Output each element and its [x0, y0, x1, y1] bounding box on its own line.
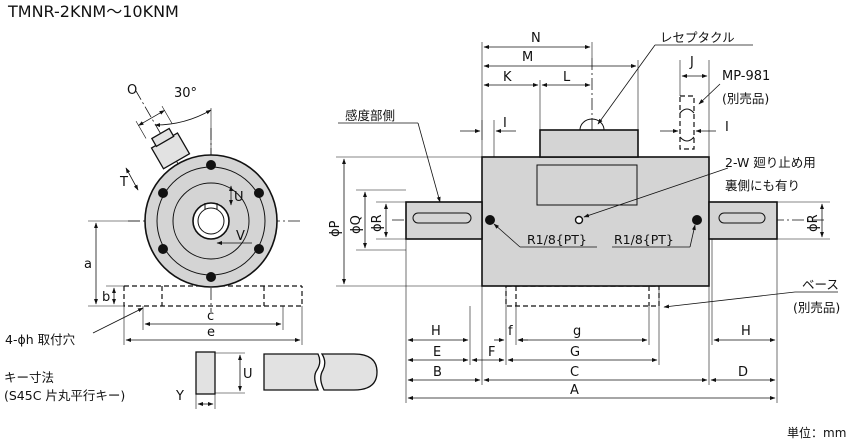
dim-A: A [570, 383, 579, 398]
dim-f: f [508, 324, 513, 339]
sensing-side-label: 感度部側 [345, 108, 395, 123]
dim-E: E [433, 345, 441, 360]
mp981-outline [679, 95, 695, 150]
mount-holes-label: 4-ϕh 取付穴 [5, 332, 76, 347]
mp981-sub-label: (別売品) [722, 91, 769, 106]
dim-T: T [119, 175, 128, 190]
dim-C: C [570, 365, 579, 380]
dim-M: M [522, 50, 533, 65]
dim-I-left: I [503, 116, 507, 131]
key-cross-section [195, 351, 216, 395]
base-label: ベース [802, 277, 839, 292]
shaft-left [405, 201, 483, 240]
page-title: TMNR-2KNM～10KNM [7, 2, 179, 21]
port-right-icon [692, 215, 702, 225]
shaft-right [708, 201, 778, 240]
body-window [536, 164, 638, 206]
key-label: キー寸法 [4, 370, 54, 385]
port-right-label: R1/8{PT} [614, 232, 674, 247]
key-material-label: (S45C 片丸平行キー) [4, 388, 125, 403]
side-view: N M K L J I I レセプタクル MP-981 (別売品) 感度部側 [328, 30, 840, 403]
key-section: U Y キー寸法 (S45C 片丸平行キー) [4, 351, 378, 409]
port-left-icon [485, 215, 495, 225]
key-side-left [263, 353, 321, 391]
front-view: O 30° T U V a b c e 4-ϕh 取付穴 [5, 83, 303, 347]
dim-e: e [207, 325, 215, 340]
dim-U-front: U [234, 190, 244, 205]
key-dim-Y: Y [175, 389, 184, 404]
main-body [481, 156, 710, 287]
dim-G: G [570, 345, 580, 360]
dim-K: K [503, 70, 512, 85]
dim-N: N [531, 31, 541, 46]
port-left-label: R1/8{PT} [527, 232, 587, 247]
receptacle-label: レセプタクル [660, 30, 735, 45]
dim-V: V [236, 229, 245, 244]
dim-O: O [127, 83, 137, 98]
dim-a: a [84, 257, 92, 272]
dim-H-left: H [431, 324, 441, 339]
receptacle [539, 129, 639, 158]
dim-phiR-right: ϕR [806, 214, 821, 232]
bolt-holes [158, 160, 264, 282]
screw-label-line2: 裏側にも有り [725, 178, 800, 193]
receptacle-block [150, 127, 191, 170]
mp981-label: MP-981 [722, 69, 770, 84]
dim-H-right: H [741, 324, 751, 339]
unit-label: 単位：mm [787, 425, 846, 440]
dim-angle: 30° [174, 86, 197, 101]
key-dim-U: U [243, 367, 253, 382]
dim-phiR-left: ϕR [370, 214, 385, 232]
key-side-right [320, 353, 378, 391]
dim-c: c [207, 309, 214, 324]
dim-J: J [689, 55, 694, 70]
dim-D: D [738, 365, 748, 380]
dim-phiQ: ϕQ [349, 215, 364, 234]
base-sub-label: (別売品) [793, 300, 840, 315]
dim-L: L [563, 70, 571, 85]
dim-g: g [573, 324, 581, 339]
anti-rotation-hole [574, 215, 584, 225]
dim-b: b [102, 290, 110, 305]
dim-phiP: ϕP [328, 220, 343, 237]
dim-B: B [433, 365, 442, 380]
dim-I-right: I [725, 120, 729, 135]
dim-F: F [488, 345, 495, 360]
screw-label-line1: 2-W 廻り止め用 [725, 155, 816, 170]
